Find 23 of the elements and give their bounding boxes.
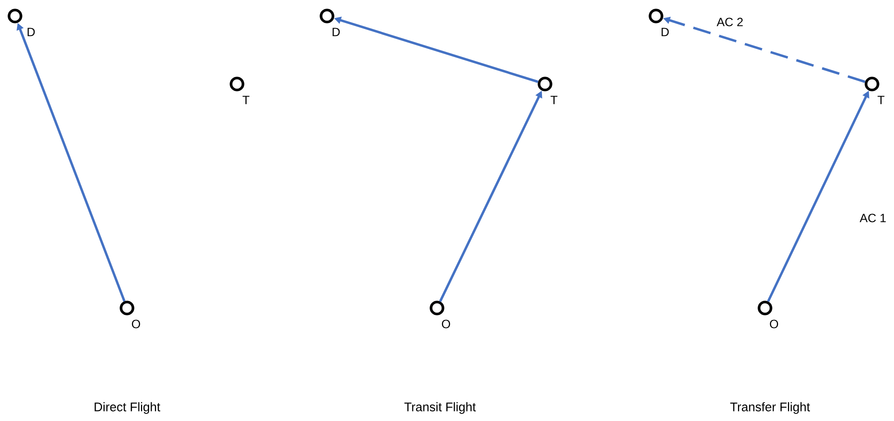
panel-caption: Transfer Flight [730,402,810,414]
airport-letter: T [242,96,250,104]
airport-letter: O [442,320,450,328]
airport-letter: O [132,320,140,328]
airport-letter: D [28,28,35,36]
airport-circle [120,300,134,316]
airport-circle [864,76,880,92]
airport-circle [320,8,334,24]
airport-letter: T [878,96,884,104]
airport-circle [758,300,772,316]
panel-caption: Transit Flight [404,402,476,414]
airport-circle [648,8,664,24]
airport-letter: D [332,28,340,36]
panel-caption: Direct Flight [94,402,160,414]
airport-circle [430,300,444,316]
airport-letter: D [662,28,669,36]
airport-circle [538,76,552,92]
edge-label: AC 2 [716,18,743,26]
airport-letter: O [770,320,778,328]
airport-circle [8,8,22,24]
airport-circle [230,76,244,92]
airport-letter: T [550,96,558,104]
edge-label: AC 1 [860,214,886,222]
